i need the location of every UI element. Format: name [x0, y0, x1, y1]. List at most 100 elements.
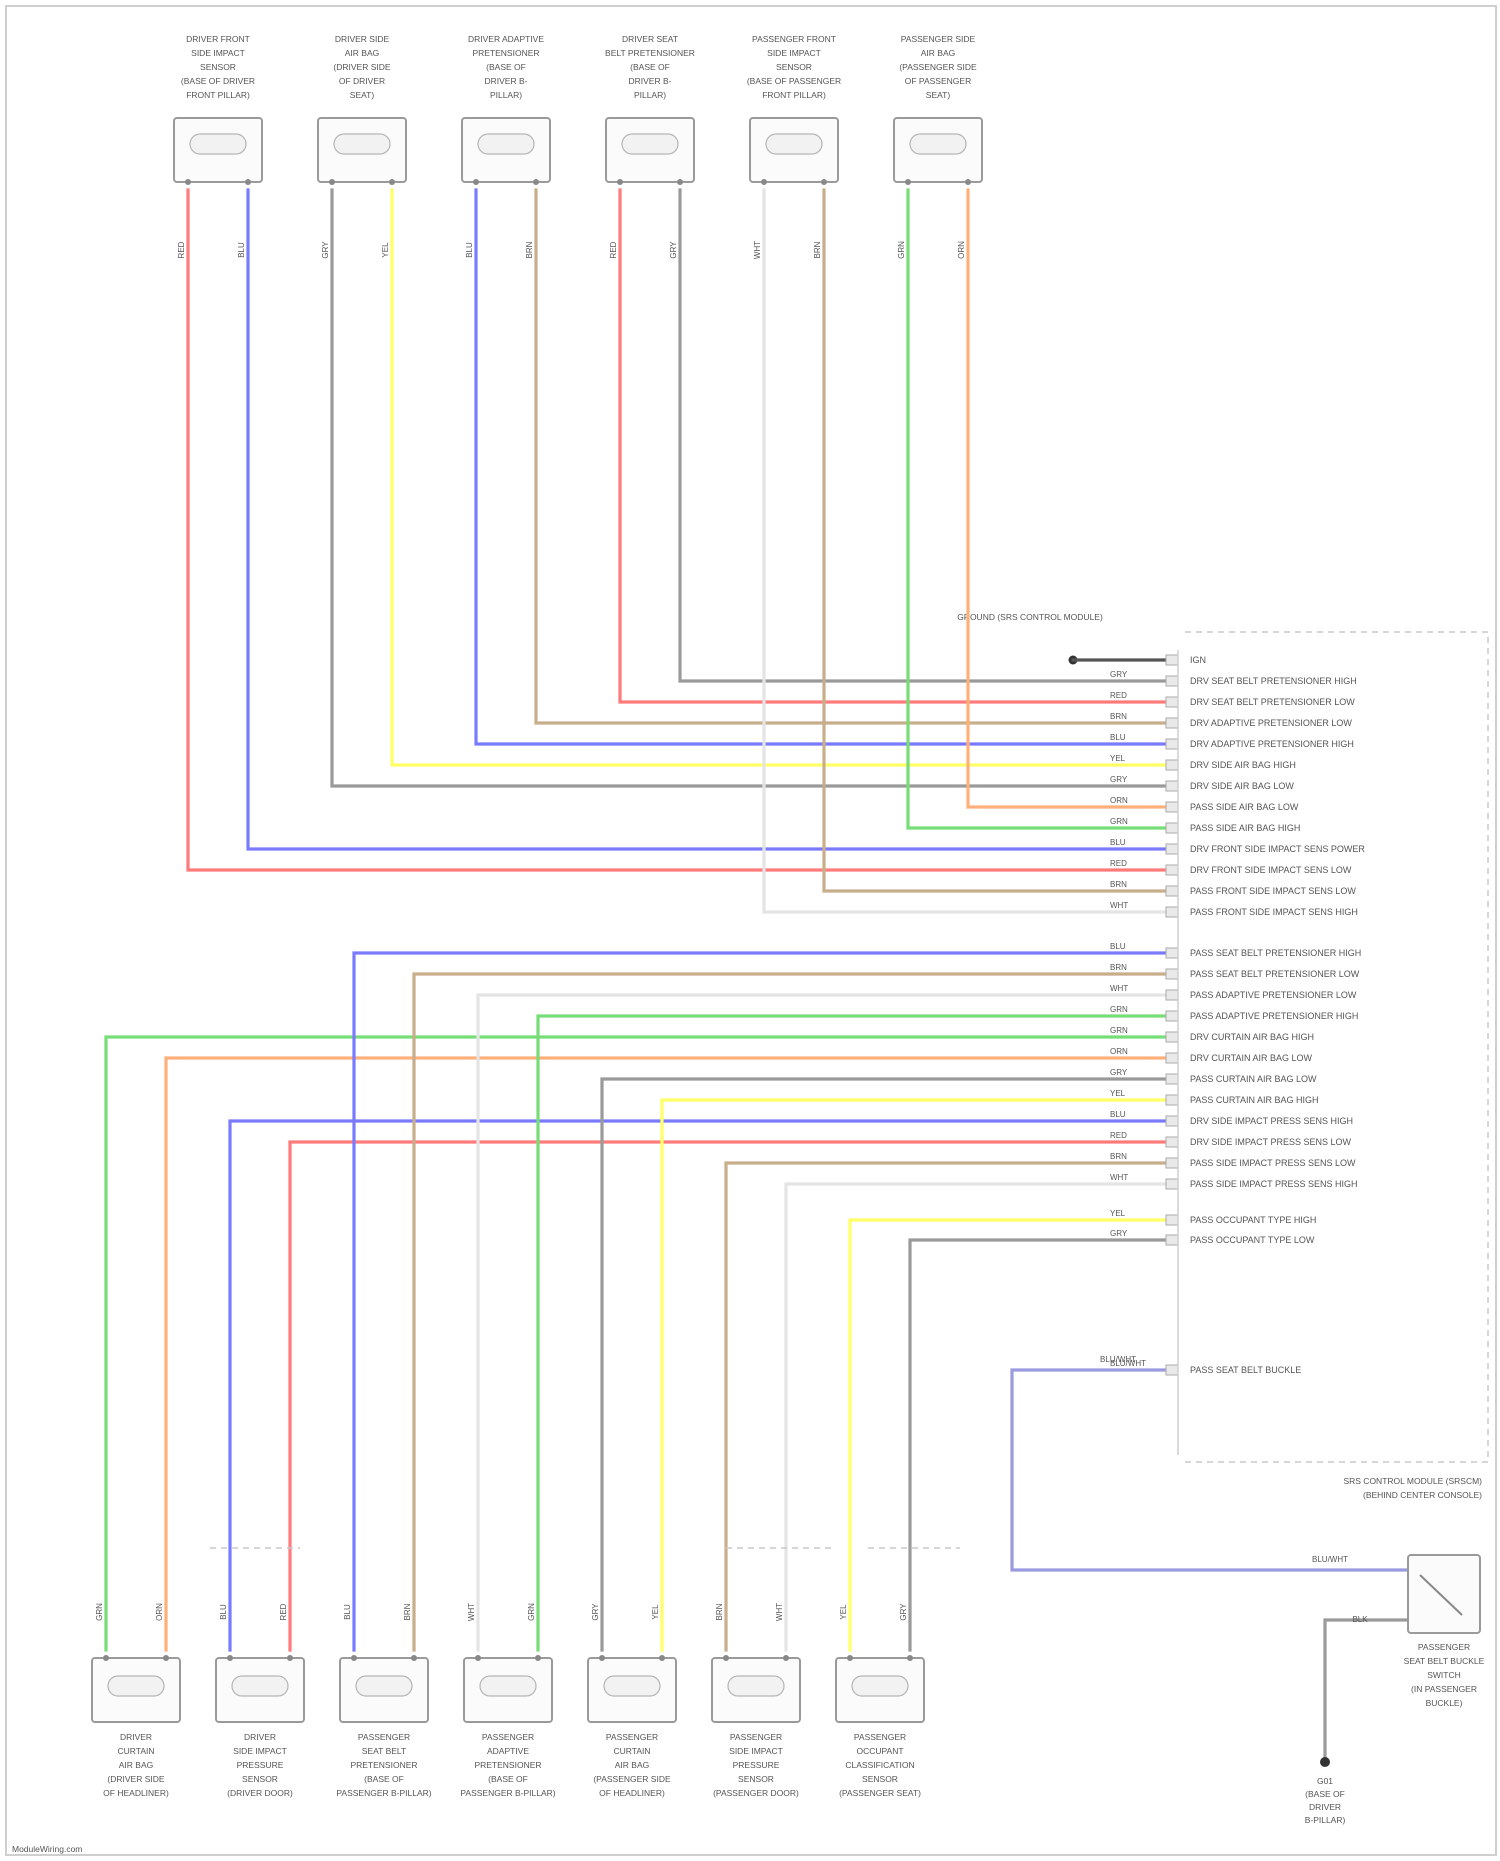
buckle-caption: (IN PASSENGER: [1411, 1684, 1477, 1694]
module-outline: [1185, 632, 1488, 1462]
wire-code: WHT: [467, 1603, 476, 1621]
component-caption: CURTAIN: [614, 1746, 651, 1756]
module-pin-7: [1166, 781, 1178, 791]
module-pin-24: [1166, 1158, 1178, 1168]
module-pin-15: [1166, 969, 1178, 979]
module-pin-12: [1166, 886, 1178, 896]
module-pin-label: PASS OCCUPANT TYPE HIGH: [1190, 1215, 1316, 1225]
buckle-caption: BUCKLE): [1426, 1698, 1463, 1708]
component-caption: (DRIVER SIDE: [333, 62, 390, 72]
component-symbol: [852, 1676, 908, 1696]
bottom-component-3: PASSENGERSEAT BELTPRETENSIONER(BASE OFPA…: [336, 1603, 431, 1798]
pin-wire-code: GRY: [1110, 1068, 1128, 1077]
component-caption: CLASSIFICATION: [845, 1760, 914, 1770]
module-pin-1: [1166, 655, 1178, 665]
pin-wire-code: WHT: [1110, 901, 1128, 910]
component-symbol: [728, 1676, 784, 1696]
component-caption: CURTAIN: [118, 1746, 155, 1756]
connector-pin: [965, 179, 971, 185]
wire-code: GRY: [321, 241, 330, 259]
component-caption: PILLAR): [634, 90, 666, 100]
component-caption: SEAT BELT: [362, 1746, 406, 1756]
module-pin-5: [1166, 739, 1178, 749]
component-caption: (BASE OF: [630, 62, 670, 72]
module-pins: IGNDRV SEAT BELT PRETENSIONER HIGHGRYDRV…: [1110, 650, 1365, 1455]
module-pin-label: DRV SIDE AIR BAG HIGH: [1190, 760, 1296, 770]
component-caption: (BASE OF PASSENGER: [747, 76, 841, 86]
module-pin-20: [1166, 1074, 1178, 1084]
module-pin-25: [1166, 1179, 1178, 1189]
component-caption: SEAT): [926, 90, 951, 100]
module-pin-28: [1166, 1365, 1178, 1375]
module-pin-label: IGN: [1190, 655, 1206, 665]
component-caption: SENSOR: [862, 1774, 898, 1784]
component-caption: SEAT): [350, 90, 375, 100]
component-caption: SIDE IMPACT: [729, 1746, 783, 1756]
wire-top-2-1: [332, 190, 1164, 786]
connector-pin: [677, 179, 683, 185]
wire-bottom-6-1: [726, 1163, 1164, 1650]
connector-pin: [905, 179, 911, 185]
component-caption: ADAPTIVE: [487, 1746, 529, 1756]
module-pin-2: [1166, 676, 1178, 686]
pin-wire-code: BRN: [1110, 712, 1127, 721]
component-caption: (BASE OF: [488, 1774, 528, 1784]
pin-wire-code: BLU: [1110, 838, 1126, 847]
component-caption: DRIVER SIDE: [335, 34, 390, 44]
wire-code: WHT: [775, 1603, 784, 1621]
wire-bottom-1-2: [166, 1058, 1164, 1650]
connector-pin: [659, 1655, 665, 1661]
pin-wire-code: ORN: [1110, 1047, 1128, 1056]
component-caption: PASSENGER FRONT: [752, 34, 836, 44]
component-caption: SENSOR: [776, 62, 812, 72]
module-pin-label: PASS OCCUPANT TYPE LOW: [1190, 1235, 1315, 1245]
wire-code: GRY: [669, 241, 678, 259]
pin-wire-code: GRY: [1110, 1229, 1128, 1238]
component-caption: DRIVER: [244, 1732, 276, 1742]
wire-code: GRN: [95, 1603, 104, 1621]
wire-code: GRY: [591, 1603, 600, 1621]
module-pin-18: [1166, 1032, 1178, 1042]
module-pin-label: PASS SIDE IMPACT PRESS SENS HIGH: [1190, 1179, 1358, 1189]
wire-buckle-ground: [1325, 1620, 1408, 1760]
buckle-wire-code-module: BLU/WHT: [1100, 1355, 1136, 1364]
component-symbol: [766, 134, 822, 154]
component-caption: DRIVER ADAPTIVE: [468, 34, 544, 44]
pin-wire-code: GRN: [1110, 817, 1128, 826]
pin-wire-code: RED: [1110, 1131, 1127, 1140]
top-components: DRIVER FRONTSIDE IMPACTSENSOR(BASE OF DR…: [174, 34, 982, 259]
module-pin-label: PASS CURTAIN AIR BAG HIGH: [1190, 1095, 1319, 1105]
pin-wire-code: WHT: [1110, 1173, 1128, 1182]
module-pin-8: [1166, 802, 1178, 812]
pin-wire-code: YEL: [1110, 1089, 1126, 1098]
module-pin-13: [1166, 907, 1178, 917]
component-symbol: [356, 1676, 412, 1696]
module-pin-label: PASS CURTAIN AIR BAG LOW: [1190, 1074, 1317, 1084]
module-pin-6: [1166, 760, 1178, 770]
wire-bottom-3-2: [414, 974, 1164, 1650]
component-caption: SENSOR: [200, 62, 236, 72]
component-caption: PILLAR): [490, 90, 522, 100]
module-pin-label: DRV SEAT BELT PRETENSIONER LOW: [1190, 697, 1355, 707]
wire-code: BRN: [525, 241, 534, 258]
component-symbol: [232, 1676, 288, 1696]
buckle-switch-body: [1408, 1555, 1480, 1633]
buckle-wire-top-code: BLU/WHT: [1312, 1555, 1348, 1564]
pin-wire-code: BLU: [1110, 733, 1126, 742]
module-pin-label: PASS SEAT BELT BUCKLE: [1190, 1365, 1301, 1375]
connector-pin: [821, 179, 827, 185]
component-caption: OF PASSENGER: [905, 76, 971, 86]
wire-code: BLU: [465, 242, 474, 258]
pin-wire-code: RED: [1110, 859, 1127, 868]
bottom-component-4: PASSENGERADAPTIVEPRETENSIONER(BASE OFPAS…: [460, 1603, 555, 1798]
pin-wire-code: BRN: [1110, 963, 1127, 972]
module-pin-26: [1166, 1215, 1178, 1225]
wire-code: BLU: [237, 242, 246, 258]
connector-pin: [599, 1655, 605, 1661]
pin-wire-code: GRY: [1110, 775, 1128, 784]
component-caption: (PASSENGER SIDE: [593, 1774, 671, 1784]
component-caption: AIR BAG: [921, 48, 955, 58]
connector-pin: [473, 179, 479, 185]
wire-code: GRY: [899, 1603, 908, 1621]
wire-top-1-1: [188, 190, 1164, 870]
